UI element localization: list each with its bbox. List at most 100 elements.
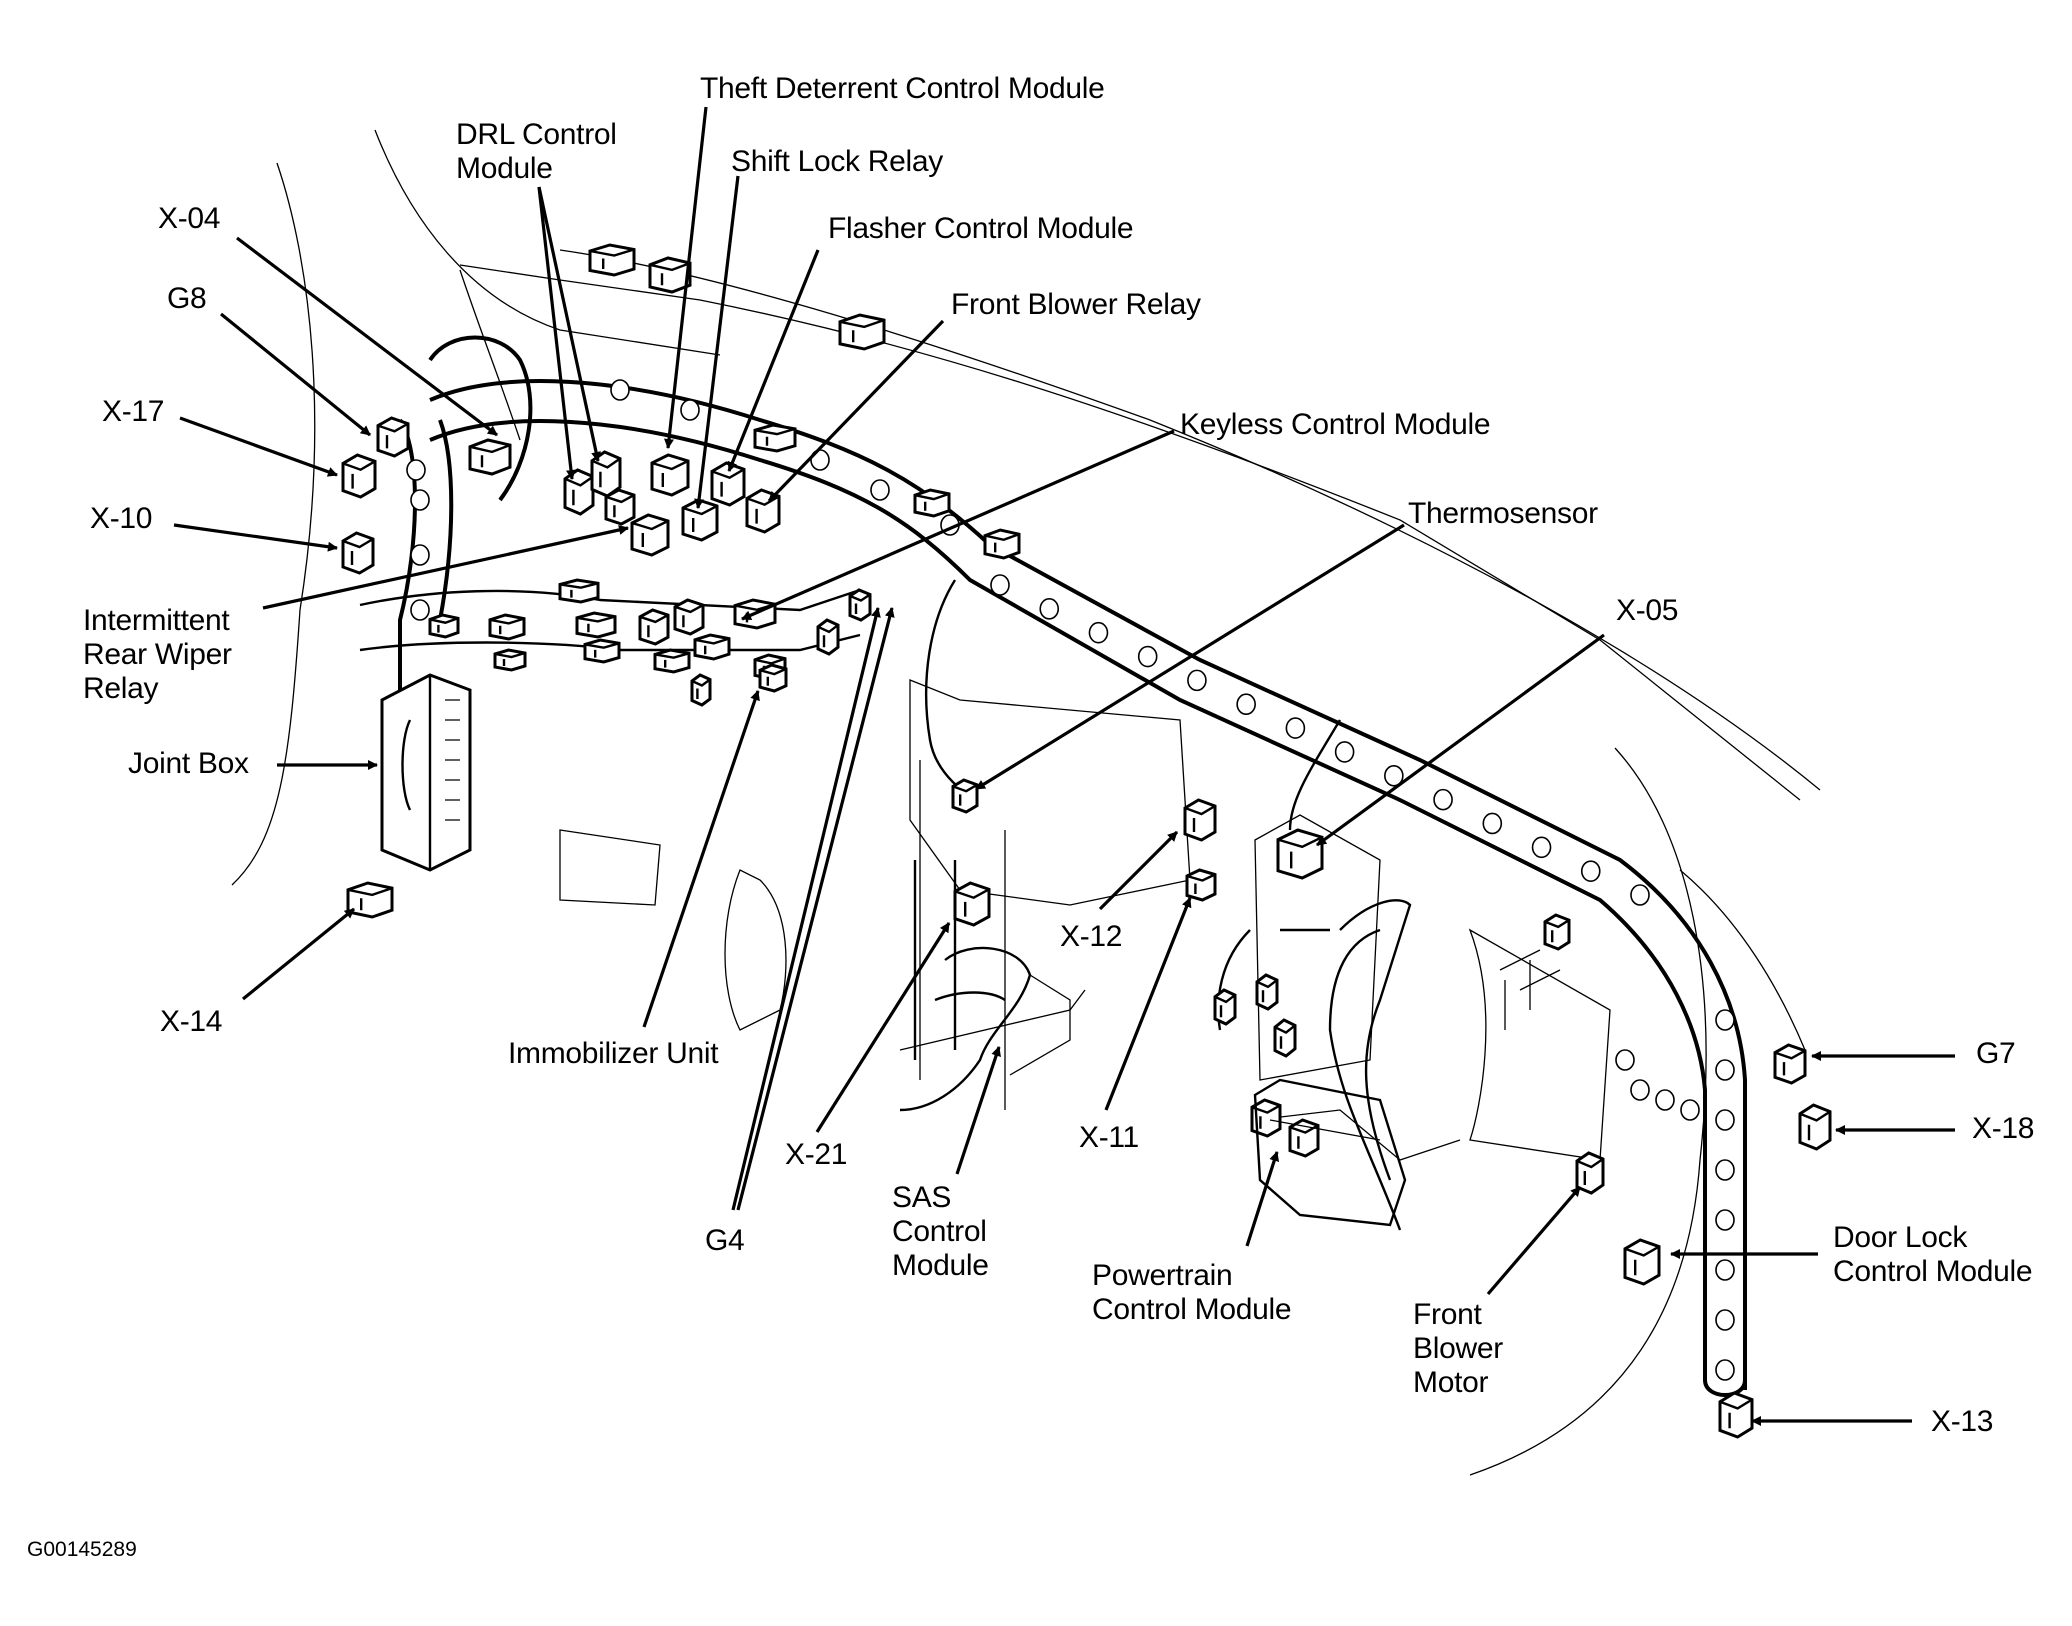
connector-u6 xyxy=(653,648,691,674)
harness-clip-hole xyxy=(1039,598,1060,620)
label-line: Joint Box xyxy=(128,747,249,780)
connector-detail xyxy=(952,783,978,806)
connector-r1 xyxy=(913,488,951,518)
connector-body xyxy=(1255,973,1279,1011)
connector-body xyxy=(673,598,705,636)
label-line: X-21 xyxy=(785,1138,848,1171)
label-line: G4 xyxy=(705,1224,745,1257)
connector-detail xyxy=(954,888,990,917)
steering-column xyxy=(899,946,1071,1112)
connector-detail xyxy=(1576,1158,1604,1185)
label-line: Module xyxy=(892,1249,989,1282)
connector-detail xyxy=(576,615,616,633)
connector-u10 xyxy=(428,613,460,639)
harness-clip-hole xyxy=(410,489,430,511)
connector-u4 xyxy=(673,598,705,636)
leader-arrow-x11 xyxy=(1104,897,1192,1111)
label-immobilizer-unit: Immobilizer Unit xyxy=(508,1037,719,1071)
connector-detail xyxy=(1214,994,1236,1018)
connector-detail xyxy=(342,537,374,565)
leader-arrow-x14 xyxy=(241,907,356,1001)
connector-detail xyxy=(691,678,711,699)
connector-body xyxy=(1718,1391,1754,1439)
label-line: Relay xyxy=(83,672,159,705)
connector-detail xyxy=(754,427,796,446)
leader-arrow-front-blower-relay xyxy=(767,319,945,503)
label-line: Intermittent xyxy=(83,604,230,637)
leader-arrow-shift-lock xyxy=(694,175,740,509)
connector-x04 xyxy=(468,438,512,476)
label-line: X-11 xyxy=(1079,1121,1139,1154)
harness-clip-hole xyxy=(1715,1209,1735,1231)
connector-body xyxy=(1575,1151,1605,1195)
connector-body xyxy=(913,488,951,518)
connector-detail xyxy=(694,637,730,655)
harness-clip-hole xyxy=(1715,1309,1735,1331)
connector-x14 xyxy=(346,881,394,919)
connector-detail xyxy=(674,604,704,628)
connector-u7 xyxy=(583,638,621,664)
leader-arrow-powertrain xyxy=(1245,1151,1280,1247)
connector-u3 xyxy=(638,608,670,646)
label-line: X-10 xyxy=(90,502,153,535)
connector-body xyxy=(1185,868,1217,902)
label-x05: X-05 xyxy=(1616,594,1678,628)
connector-body xyxy=(753,423,797,453)
harness-clip-hole xyxy=(1088,621,1109,644)
connector-body xyxy=(638,608,670,646)
connector-body xyxy=(838,313,886,351)
connector-detail xyxy=(1274,1024,1296,1049)
harness-clip-hole xyxy=(1630,1079,1650,1101)
connector-body xyxy=(953,881,991,927)
label-line: Door Lock xyxy=(1833,1221,1968,1254)
label-joint-box: Joint Box xyxy=(128,747,249,781)
connector-body xyxy=(1213,988,1237,1026)
connector-body xyxy=(816,618,840,656)
connector-detail xyxy=(591,457,621,488)
connector-body xyxy=(1798,1103,1832,1151)
connector-body xyxy=(588,243,636,277)
connector-rear-wiper xyxy=(630,513,670,557)
label-x14: X-14 xyxy=(160,1005,222,1039)
connector-x12 xyxy=(1183,798,1217,842)
connector-body xyxy=(758,663,788,693)
connector-body xyxy=(983,528,1021,560)
label-x13: X-13 xyxy=(1931,1405,1993,1439)
harness-clip-hole xyxy=(610,379,630,401)
connector-c1 xyxy=(1213,988,1237,1026)
harness-clip-hole xyxy=(1715,1009,1735,1031)
connector-theft xyxy=(650,453,690,497)
label-line: Module xyxy=(456,152,553,185)
leader-arrow-flasher xyxy=(727,249,820,472)
leader-arrow-thermosensor xyxy=(975,523,1405,791)
harness-clip-hole xyxy=(1580,860,1601,882)
connector-detail xyxy=(429,617,459,633)
connector-detail xyxy=(469,443,511,468)
connector-detail xyxy=(914,492,950,511)
connector-body xyxy=(681,498,719,542)
harness-clip-hole xyxy=(990,574,1010,596)
connector-body xyxy=(653,648,691,674)
connector-detail xyxy=(589,248,635,269)
label-line: SAS xyxy=(892,1181,952,1214)
harness-clip-hole xyxy=(1715,1109,1735,1131)
connector-x17 xyxy=(341,453,377,499)
connector-detail xyxy=(649,261,691,286)
label-g4: G4 xyxy=(705,1224,745,1258)
label-line: Front Blower Relay xyxy=(951,288,1201,321)
label-line: X-05 xyxy=(1616,594,1679,627)
harness-clip-hole xyxy=(410,599,430,621)
leader-arrow-x17 xyxy=(179,416,338,477)
connector-detail xyxy=(1799,1110,1831,1141)
leader-arrow-front-blower-motor xyxy=(1486,1185,1582,1296)
joint-box xyxy=(380,673,472,872)
connector-body xyxy=(341,453,377,499)
leader-arrow-drl-a xyxy=(537,186,576,480)
label-line: Control Module xyxy=(1833,1255,2033,1288)
connector-body xyxy=(690,673,712,707)
connector-detail xyxy=(1184,804,1216,832)
